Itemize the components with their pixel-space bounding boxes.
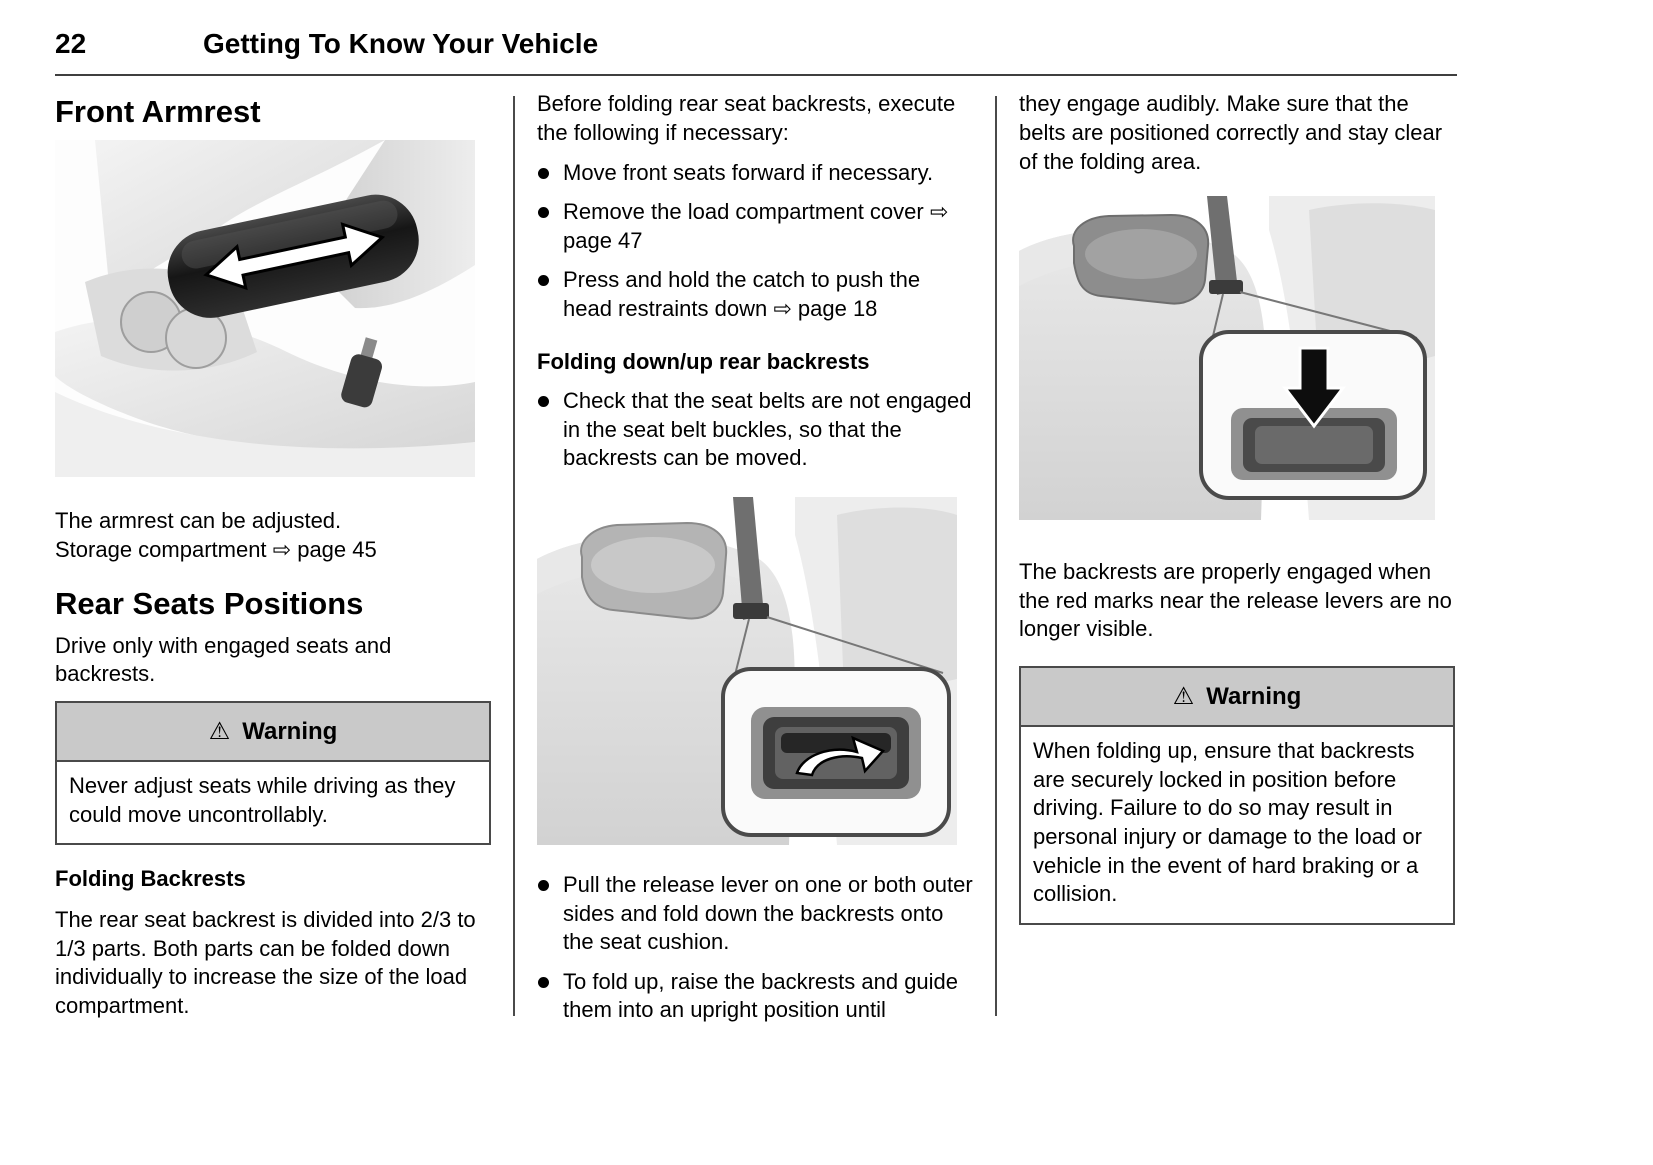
list-item-text: Check that the seat belts are not engage…: [563, 388, 972, 471]
list-item: Press and hold the catch to push the hea…: [537, 266, 973, 323]
list-item: Check that the seat belts are not engage…: [537, 387, 973, 473]
bullet-icon: [538, 976, 549, 988]
page-title: Getting To Know Your Vehicle: [203, 28, 599, 59]
bullet-icon: [538, 167, 549, 179]
heading-front-armrest: Front Armrest: [55, 94, 261, 130]
warning-body: Never adjust seats while driving as they…: [69, 773, 456, 827]
list-item: Pull the release lever on one or both ou…: [537, 871, 973, 957]
backrest-engage-image: [1019, 196, 1435, 521]
warning-title: Warning: [1206, 682, 1302, 710]
page-number: 22: [55, 28, 87, 59]
backrest-engage-illustration: [1019, 196, 1455, 521]
warning-header: ⚠ Warning: [1021, 667, 1453, 728]
bullet-icon: [538, 396, 549, 408]
warning-box-adjust-seats: ⚠ Warning Never adjust seats while drivin…: [55, 701, 491, 846]
column-divider: [513, 96, 515, 1017]
subheading-folding-down-up: Folding down/up rear backrests: [537, 348, 870, 374]
front-armrest-image: [55, 140, 475, 478]
content-columns: Front Armrest: [55, 90, 1457, 1026]
before-folding-intro: Before folding rear seat backrests, exec…: [537, 91, 956, 145]
list-item-text: Remove the load compartment cover ⇨ page…: [563, 199, 949, 253]
column-divider: [995, 96, 997, 1017]
column-middle: Before folding rear seat backrests, exec…: [537, 90, 973, 1026]
page-header: 22 Getting To Know Your Vehicle: [55, 26, 1457, 77]
manual-page: 22 Getting To Know Your Vehicle Front Ar…: [55, 26, 1457, 1026]
list-item-text: To fold up, raise the backrests and guid…: [563, 968, 959, 1023]
heading-rear-seats-positions: Rear Seats Positions: [55, 586, 364, 622]
list-item-text: Move front seats forward if necessary.: [563, 159, 934, 185]
armrest-caption-line2: Storage compartment ⇨ page 45: [55, 536, 377, 562]
release-lever-image: [537, 496, 957, 845]
list-item-text: Pull the release lever on one or both ou…: [563, 871, 973, 955]
front-armrest-illustration: [55, 140, 491, 478]
list-item: To fold up, raise the backrests and guid…: [537, 968, 973, 1025]
list-item: Remove the load compartment cover ⇨ page…: [537, 198, 973, 255]
warning-icon: ⚠: [1172, 682, 1195, 710]
armrest-caption-line1: The armrest can be adjusted.: [55, 508, 342, 534]
warning-header: ⚠ Warning: [57, 703, 489, 763]
column-right: they engage audibly. Make sure that the …: [1019, 90, 1455, 1026]
column-left: Front Armrest: [55, 90, 491, 1026]
warning-icon: ⚠: [208, 718, 231, 746]
bullet-icon: [538, 207, 549, 219]
folding-backrests-paragraph: The rear seat backrest is divided into 2…: [55, 907, 476, 1018]
engaged-paragraph: The backrests are properly engaged when …: [1019, 559, 1452, 642]
heading-folding-backrests: Folding Backrests: [55, 866, 246, 892]
rear-seats-intro: Drive only with engaged seats and backre…: [55, 632, 392, 687]
bullet-icon: [538, 879, 549, 891]
release-lever-illustration: [537, 496, 973, 845]
list-item: Move front seats forward if necessary.: [537, 159, 973, 188]
warning-box-fold-up: ⚠ Warning When folding up, ensure that ba…: [1019, 665, 1455, 925]
continuation-paragraph: they engage audibly. Make sure that the …: [1019, 91, 1443, 174]
warning-title: Warning: [242, 718, 338, 746]
warning-body: When folding up, ensure that backrests a…: [1033, 738, 1422, 907]
list-item-text: Press and hold the catch to push the hea…: [563, 267, 921, 321]
bullet-icon: [538, 275, 549, 287]
